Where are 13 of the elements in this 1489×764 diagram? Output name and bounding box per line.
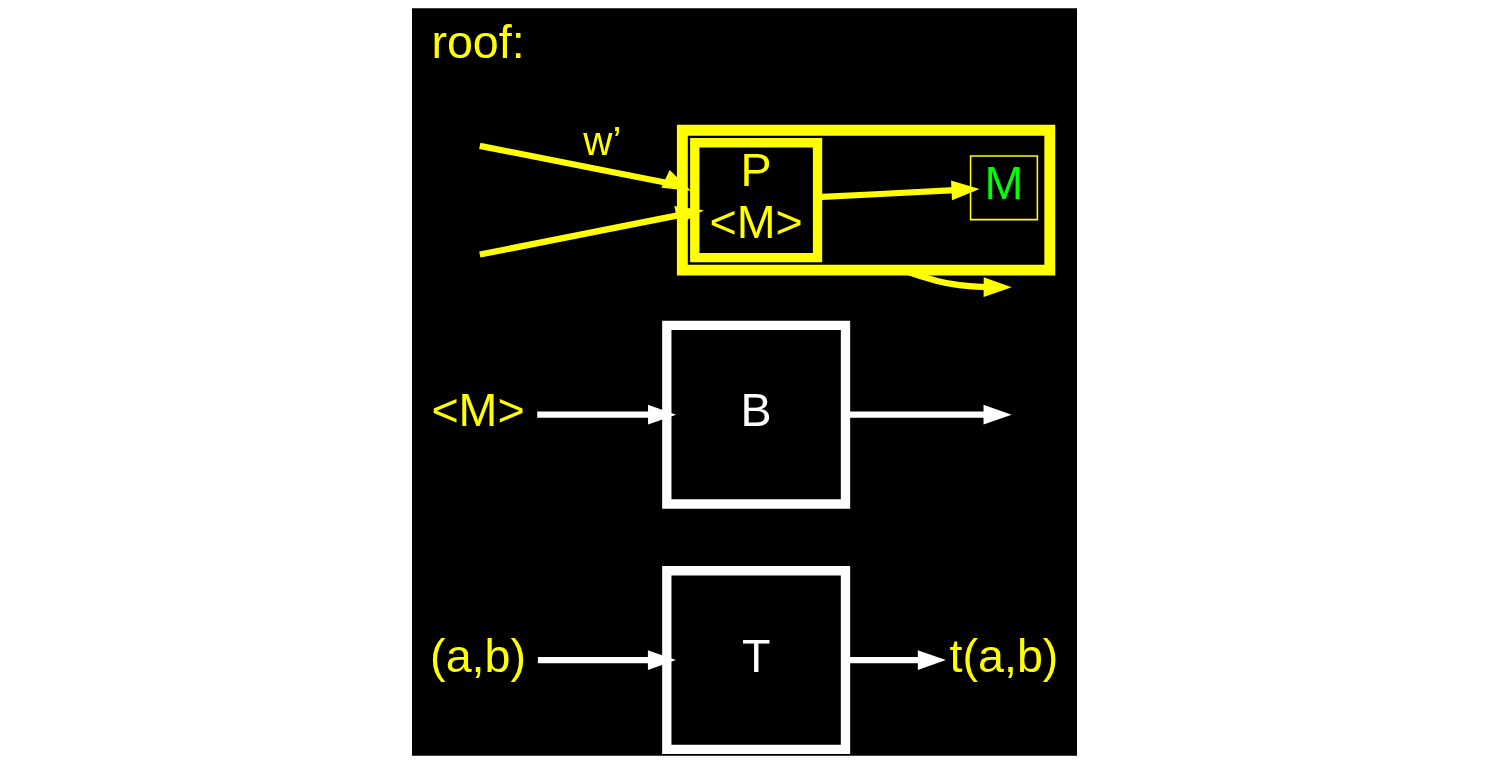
node-text: t(a,b) [949, 629, 1059, 682]
arrow [537, 404, 677, 425]
node-box: M [969, 155, 1039, 221]
arrow [479, 142, 691, 191]
node-box: P <M> [690, 138, 823, 263]
node-box: T [662, 566, 851, 755]
arrow [479, 206, 704, 258]
edge-label: w’ [583, 117, 622, 164]
arrow [537, 650, 676, 670]
node-text: <M> [431, 384, 525, 437]
label: roof: [431, 16, 525, 69]
node-box: B [662, 320, 851, 509]
node-text: (a,b) [430, 629, 526, 682]
